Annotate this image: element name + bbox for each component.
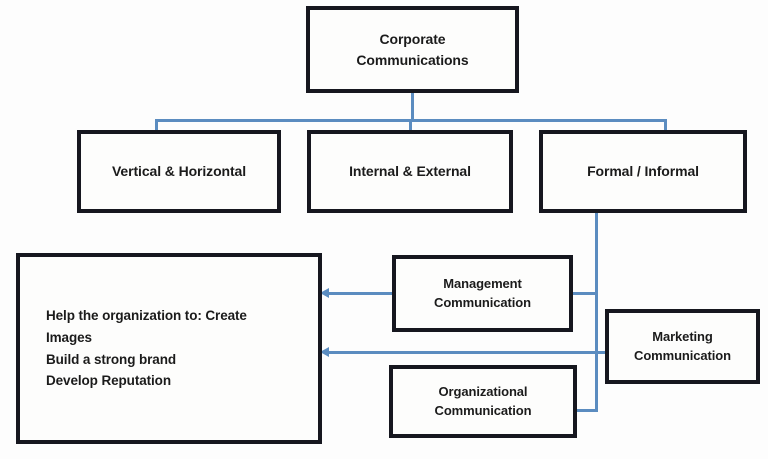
- node-organizational-communication-label: Organizational Communication: [434, 383, 532, 418]
- node-management-communication[interactable]: Management Communication: [392, 255, 573, 332]
- node-vertical-horizontal[interactable]: Vertical & Horizontal: [77, 130, 281, 213]
- node-internal-external-label: Internal & External: [349, 163, 471, 180]
- arrowhead-marketing-to-help: [320, 347, 329, 357]
- connector-marketing-to-help: [324, 351, 607, 354]
- connector-bus-to-internal: [409, 119, 412, 132]
- arrowhead-management-to-help: [320, 288, 329, 298]
- connector-corporate-to-bus: [411, 93, 414, 122]
- connector-formal-spine: [595, 213, 598, 412]
- node-help-organization-label: Help the organization to: Create Images …: [46, 307, 247, 389]
- node-formal-informal[interactable]: Formal / Informal: [539, 130, 747, 213]
- connector-spine-to-management: [571, 292, 598, 295]
- node-corporate-communications-label: Corporate Communications: [356, 31, 469, 68]
- node-marketing-communication-label: Marketing Communication: [634, 328, 731, 363]
- node-organizational-communication[interactable]: Organizational Communication: [389, 365, 577, 438]
- node-marketing-communication[interactable]: Marketing Communication: [605, 309, 760, 384]
- node-formal-informal-label: Formal / Informal: [587, 163, 699, 180]
- node-help-organization[interactable]: Help the organization to: Create Images …: [16, 253, 322, 444]
- node-management-communication-label: Management Communication: [434, 275, 531, 310]
- node-vertical-horizontal-label: Vertical & Horizontal: [111, 163, 247, 180]
- connector-management-to-help: [324, 292, 394, 295]
- connector-spine-to-organizational: [575, 409, 598, 412]
- connector-bus-to-vertical: [155, 119, 158, 132]
- node-corporate-communications[interactable]: Corporate Communications: [306, 6, 519, 93]
- connector-bus-to-formal: [664, 119, 667, 132]
- node-internal-external[interactable]: Internal & External: [307, 130, 513, 213]
